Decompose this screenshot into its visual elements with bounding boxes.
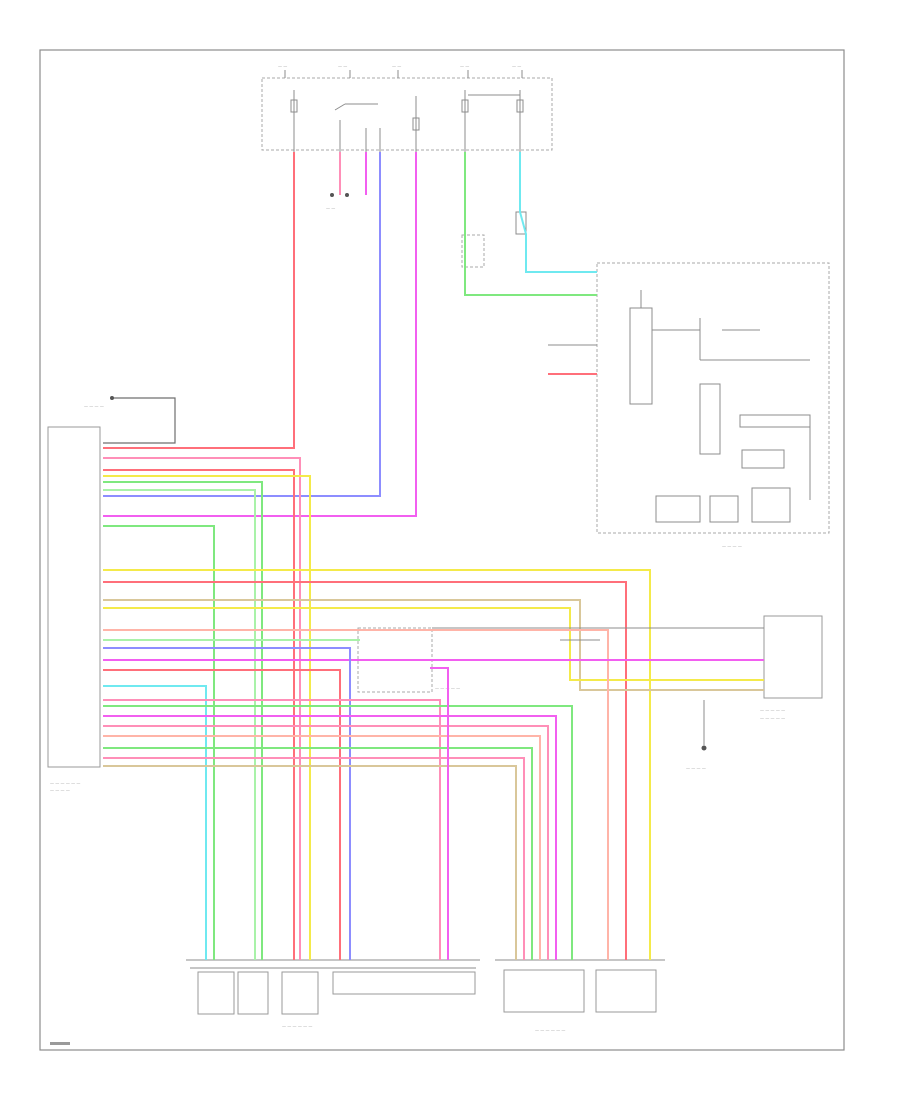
wire-cyan-relay bbox=[519, 152, 597, 273]
left-ecm-unit: — — — — — — — — — — bbox=[47, 426, 101, 793]
svg-text:— —: — — bbox=[512, 64, 521, 69]
svg-text:— — — —: — — — — bbox=[686, 766, 706, 771]
svg-text:— — — — —: — — — — — bbox=[760, 716, 785, 721]
wire-lgreen-1 bbox=[103, 489, 256, 960]
wire-violet-2 bbox=[103, 647, 351, 960]
right-side-unit: — — — — — — — — — — bbox=[760, 615, 823, 721]
wire-pink-3 bbox=[103, 725, 549, 960]
wire-orange-2 bbox=[103, 735, 541, 960]
wire-green-relay bbox=[464, 152, 597, 296]
svg-text:— — — —: — — — — bbox=[84, 404, 104, 409]
wire-green-3 bbox=[103, 705, 573, 960]
wire-magenta-main bbox=[103, 152, 417, 517]
svg-text:— — — —: — — — — bbox=[722, 544, 742, 549]
svg-text:— — — —: — — — — bbox=[50, 788, 70, 793]
right-control-module: — — — — bbox=[596, 262, 830, 549]
wire-yellow-long2 bbox=[103, 607, 764, 681]
wire-green-1 bbox=[103, 481, 263, 960]
page-marker bbox=[50, 1042, 70, 1045]
wire-orange-1 bbox=[103, 629, 609, 960]
wire-magenta-2 bbox=[103, 715, 557, 960]
wire-tan-2 bbox=[103, 765, 517, 960]
wire-yellow-long bbox=[103, 569, 651, 960]
wire-yellow-1 bbox=[103, 475, 311, 960]
svg-text:— —: — — bbox=[326, 206, 335, 211]
wire-red-2 bbox=[103, 469, 295, 960]
underhood-fuse-relay-box: — — — — — — — — — — bbox=[261, 64, 553, 152]
svg-text:— — — — — —: — — — — — — bbox=[535, 1028, 565, 1033]
wire-red-main bbox=[103, 152, 295, 449]
svg-text:— —: — — bbox=[460, 64, 469, 69]
right-ground-symbol: — — — — bbox=[686, 700, 707, 771]
relay-small bbox=[461, 234, 485, 268]
svg-text:— —: — — bbox=[278, 64, 287, 69]
wire-magenta-3 bbox=[430, 667, 449, 960]
svg-text:— — — — — —: — — — — — — bbox=[282, 1024, 312, 1029]
wire-pink-1 bbox=[103, 457, 301, 960]
wires bbox=[103, 152, 764, 960]
diagram-frame bbox=[39, 49, 845, 1051]
svg-text:— —: — — bbox=[338, 64, 347, 69]
left-top-connector-loop: — — — — bbox=[84, 396, 176, 444]
bottom-right-connectors: — — — — — — bbox=[495, 959, 665, 1033]
wire-green-4 bbox=[103, 747, 533, 960]
top-connector-small: — — bbox=[326, 193, 349, 211]
wire-violet-main bbox=[103, 152, 381, 497]
wire-pink-2 bbox=[103, 699, 441, 960]
wire-red-3 bbox=[103, 669, 341, 960]
svg-text:— — — — —: — — — — — bbox=[760, 708, 785, 713]
wire-green-2 bbox=[103, 525, 215, 960]
wire-tan-long bbox=[103, 599, 764, 691]
wire-cyan-1 bbox=[103, 685, 207, 960]
bottom-left-connectors: — — — — — — bbox=[186, 959, 480, 1029]
svg-text:— —: — — bbox=[392, 64, 401, 69]
wire-pink-4 bbox=[103, 757, 525, 960]
svg-text:— — — — — —: — — — — — — bbox=[50, 781, 80, 786]
wire-red-long bbox=[103, 581, 627, 960]
